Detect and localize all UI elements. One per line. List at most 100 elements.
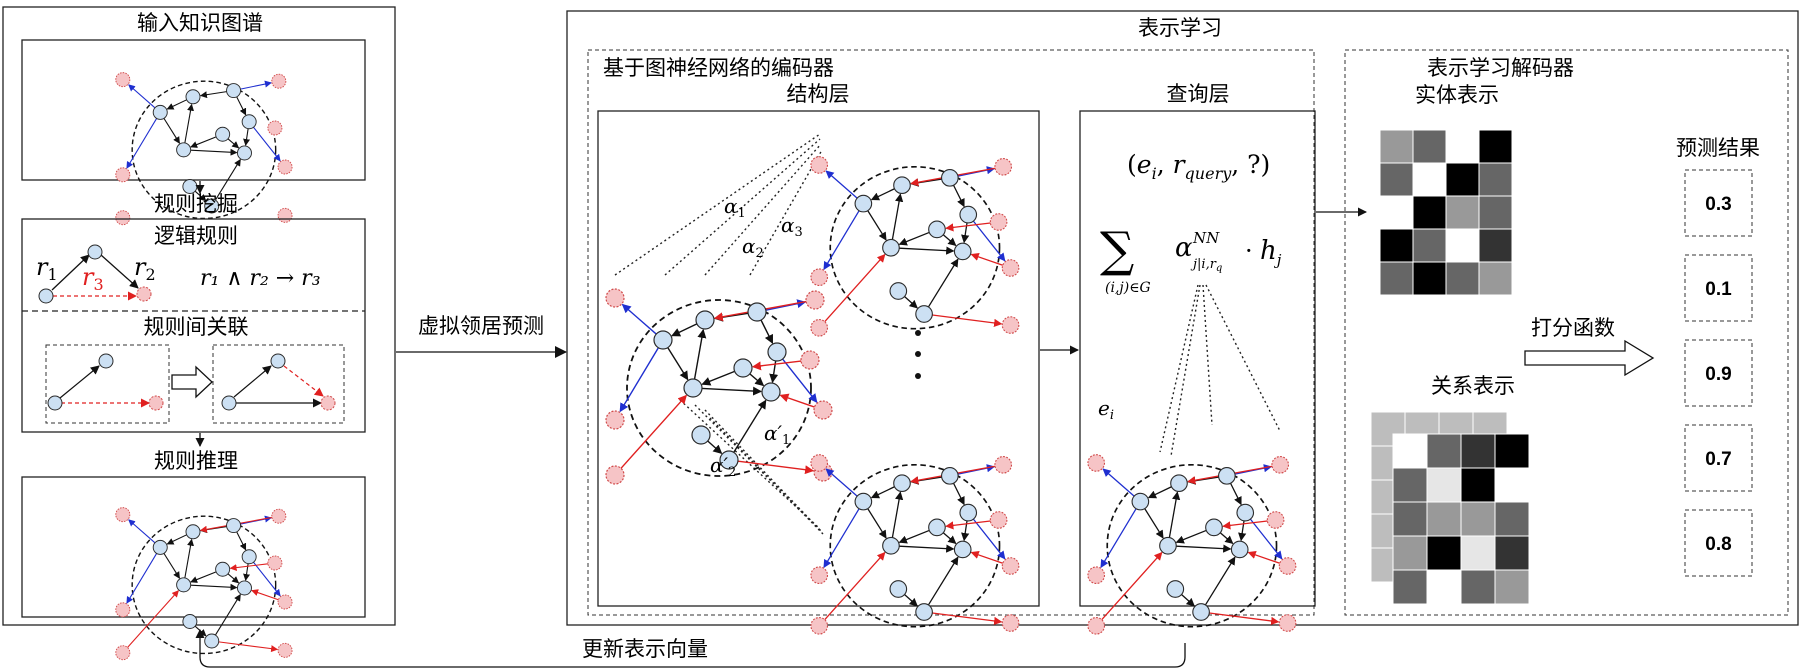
hollow-arrow-icon bbox=[171, 365, 213, 399]
knowledge-graph-icon bbox=[605, 288, 833, 485]
query-layer-box bbox=[1079, 110, 1316, 607]
feedback-arrow bbox=[195, 629, 1186, 668]
left-panel-frame bbox=[2, 6, 396, 626]
knowledge-graph-icon bbox=[810, 156, 1020, 337]
score-value: 0.7 bbox=[1705, 449, 1731, 470]
matrix-cell bbox=[1478, 195, 1513, 230]
repr-learning-title: 表示学习 bbox=[1138, 16, 1222, 40]
update-label: 更新表示向量 bbox=[582, 637, 708, 661]
rule-r1: r1 bbox=[36, 253, 58, 284]
matrix-cell bbox=[1460, 501, 1496, 537]
dot-product: · bbox=[1245, 237, 1253, 265]
matrix-cell bbox=[1445, 261, 1480, 296]
matrix-cell bbox=[1379, 162, 1414, 197]
score-box bbox=[1684, 424, 1753, 492]
correlation-box-right bbox=[212, 344, 345, 424]
e-i-label: ei bbox=[1098, 396, 1114, 423]
attention-lines bbox=[614, 133, 824, 535]
hollow-arrow-icon bbox=[1524, 339, 1655, 377]
alpha-1-label: α1 bbox=[724, 194, 746, 221]
encoder-title: 基于图神经网络的编码器 bbox=[603, 56, 834, 80]
knowledge-graph-icon bbox=[1087, 454, 1297, 635]
matrix-cell bbox=[1426, 433, 1462, 469]
matrix-cell bbox=[1460, 569, 1496, 605]
rule-r3: r3 bbox=[82, 263, 104, 294]
prediction-scores: 0.3 0.1 0.9 0.7 0.8 bbox=[1684, 169, 1753, 577]
matrix-cell bbox=[1412, 129, 1447, 164]
logic-rules-box bbox=[21, 218, 366, 433]
structure-layer-box bbox=[597, 110, 1040, 607]
matrix-cell bbox=[1494, 501, 1530, 537]
score-box bbox=[1684, 169, 1753, 237]
knowledge-graph-icon bbox=[810, 454, 1020, 635]
matrix-icon bbox=[1379, 129, 1513, 296]
matrix-cell bbox=[1392, 467, 1428, 503]
matrix-cell bbox=[1412, 162, 1447, 197]
matrix-cell bbox=[1445, 228, 1480, 263]
input-kg-box bbox=[21, 39, 366, 181]
alpha-2-prime-label: α′2 bbox=[710, 453, 736, 480]
matrix-cell bbox=[1445, 162, 1480, 197]
matrix-cell bbox=[1392, 569, 1428, 605]
scoring-label: 打分函数 bbox=[1531, 316, 1615, 340]
matrix-cell bbox=[1426, 569, 1462, 605]
structure-layer-title: 结构层 bbox=[787, 82, 850, 106]
relation-repr-label: 关系表示 bbox=[1431, 374, 1515, 398]
score-value: 0.8 bbox=[1705, 534, 1731, 555]
matrix-icon bbox=[1370, 411, 1530, 605]
matrix-cell bbox=[1392, 433, 1428, 469]
repr-learning-frame bbox=[566, 10, 1799, 626]
query-layer-title: 查询层 bbox=[1167, 82, 1230, 106]
score-value: 0.9 bbox=[1705, 364, 1731, 385]
ellipsis-dots bbox=[915, 330, 921, 379]
matrix-cell bbox=[1379, 261, 1414, 296]
matrix-cell bbox=[1494, 467, 1530, 503]
alpha-nn-sub: j|i,rq bbox=[1190, 257, 1222, 274]
rule-reasoning-box bbox=[21, 476, 366, 618]
sum-subscript: (i,j)∈G bbox=[1105, 280, 1151, 296]
matrix-cell bbox=[1460, 433, 1496, 469]
virtual-neighbor-label: 虚拟领居预测 bbox=[418, 314, 544, 338]
matrix-cell bbox=[1412, 195, 1447, 230]
rule-mining-label: 规则挖掘 bbox=[154, 192, 238, 216]
rule-reasoning-title: 规则推理 bbox=[154, 449, 238, 473]
prediction-title: 预测结果 bbox=[1676, 136, 1760, 160]
correlation-box-left bbox=[45, 344, 170, 424]
rule-formula: r₁ ∧ r₂ → r₃ bbox=[200, 266, 321, 291]
matrix-cell bbox=[1426, 467, 1462, 503]
input-kg-title: 输入知识图谱 bbox=[137, 11, 263, 35]
matrix-cell bbox=[1478, 162, 1513, 197]
alpha-3-label: α3 bbox=[781, 213, 803, 240]
matrix-cell bbox=[1412, 228, 1447, 263]
alpha-nn: α bbox=[1175, 233, 1193, 263]
matrix-cell bbox=[1460, 467, 1496, 503]
matrix-cell bbox=[1494, 569, 1530, 605]
query-attention-lines bbox=[1159, 284, 1281, 457]
score-box bbox=[1684, 509, 1753, 577]
alpha-nn-sup: NN bbox=[1192, 229, 1220, 247]
score-value: 0.1 bbox=[1705, 279, 1732, 300]
matrix-cell bbox=[1426, 501, 1462, 537]
rule-r2: r2 bbox=[134, 253, 156, 284]
matrix-cell bbox=[1392, 535, 1428, 571]
matrix-cell bbox=[1460, 535, 1496, 571]
score-box bbox=[1684, 339, 1753, 407]
alpha-1-prime-label: α′1 bbox=[764, 421, 790, 448]
logic-rule-graph bbox=[38, 244, 152, 304]
knowledge-graph-icon bbox=[115, 507, 293, 661]
matrix-cell bbox=[1392, 501, 1428, 537]
matrix-cell bbox=[1379, 129, 1414, 164]
matrix-cell bbox=[1494, 433, 1530, 469]
score-value: 0.3 bbox=[1705, 194, 1731, 215]
matrix-cell bbox=[1412, 261, 1447, 296]
rule-correlation-title: 规则间关联 bbox=[144, 315, 249, 339]
matrix-cell bbox=[1379, 195, 1414, 230]
alpha-2-label: α2 bbox=[742, 234, 764, 261]
matrix-cell bbox=[1445, 195, 1480, 230]
matrix-cell bbox=[1445, 129, 1480, 164]
sum-symbol: ∑ bbox=[1100, 222, 1134, 278]
matrix-cell bbox=[1478, 129, 1513, 164]
matrix-cell bbox=[1494, 535, 1530, 571]
h-j: hj bbox=[1260, 236, 1282, 269]
